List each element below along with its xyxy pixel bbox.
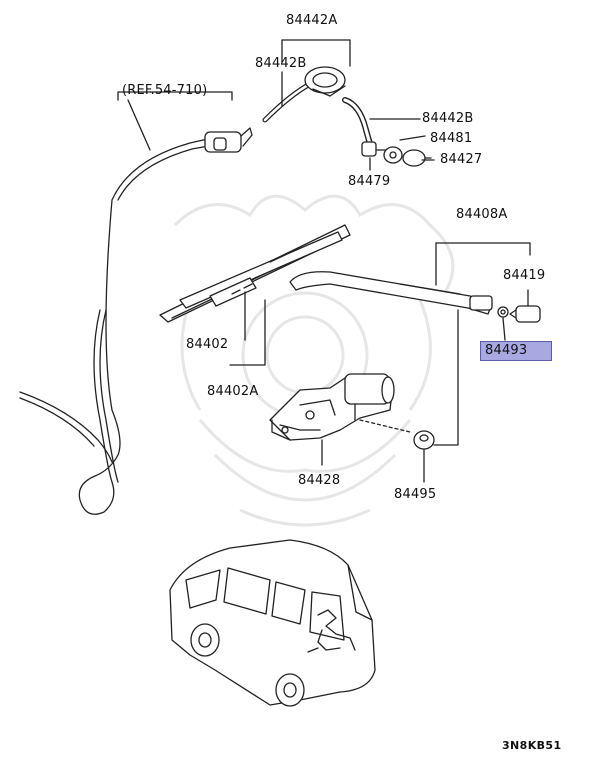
part-label-84495: 84495 — [394, 487, 437, 502]
diagram-code: 3N8KB51 — [502, 739, 562, 752]
part-label-84408a: 84408A — [456, 207, 508, 222]
grommet-84495 — [413, 430, 435, 450]
vehicle-locator — [169, 539, 376, 707]
grommet-84442a — [304, 66, 346, 97]
wiper-motor-84428 — [269, 373, 395, 441]
part-label-84442b-right: 84442B — [422, 111, 474, 126]
part-label-84427: 84427 — [440, 152, 483, 167]
part-label-84428: 84428 — [298, 473, 341, 488]
ref-label: (REF.54-710) — [122, 83, 208, 98]
part-label-84402a: 84402A — [207, 384, 259, 399]
nozzle-84427 — [402, 149, 432, 167]
part-label-84442a: 84442A — [286, 13, 338, 28]
check-valve-84481 — [383, 146, 403, 164]
nut-84493 — [497, 306, 509, 318]
part-label-84481: 84481 — [430, 131, 473, 146]
wiper-blade-84402 — [159, 224, 351, 323]
part-label-84419: 84419 — [503, 268, 546, 283]
part-label-84493-highlighted[interactable]: 84493 — [480, 341, 552, 361]
washer-hose — [78, 137, 213, 515]
washer-hose-lower — [19, 391, 113, 463]
part-label-84442b-top: 84442B — [255, 56, 307, 71]
wiper-arm-84408a — [289, 271, 493, 315]
part-label-84402: 84402 — [186, 337, 229, 352]
joint-84479 — [361, 141, 387, 157]
washer-nozzle-84442b — [204, 127, 253, 153]
part-label-84479: 84479 — [348, 174, 391, 189]
hose-84442b-right — [342, 97, 373, 147]
cap-84419 — [509, 305, 541, 323]
